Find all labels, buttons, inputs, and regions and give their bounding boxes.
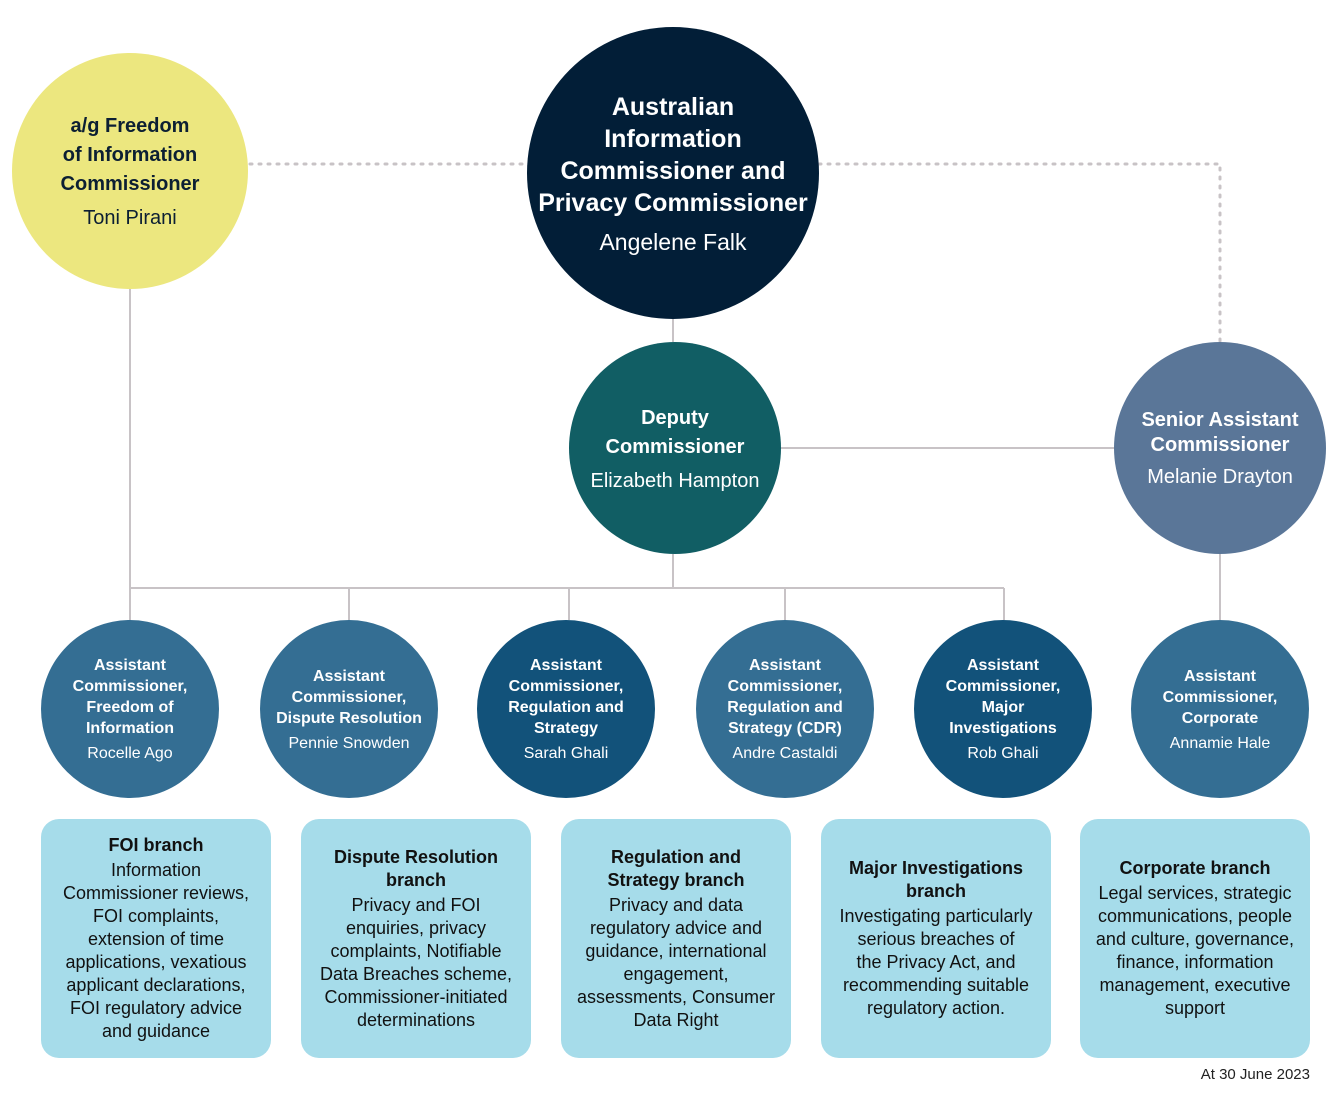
dotted-link-senior	[817, 162, 1222, 344]
foi-commissioner-name: Toni Pirani	[83, 207, 177, 229]
ac-name: Annamie Hale	[1169, 734, 1271, 752]
senior-assistant-name: Melanie Drayton	[1147, 465, 1293, 488]
ac-name: Rocelle Ago	[87, 745, 173, 762]
foi-commissioner-node: a/g Freedom of Information Commissioner …	[12, 53, 248, 289]
branch-box-foi: FOI branch Information Commissioner revi…	[41, 819, 271, 1058]
ac-name: Sarah Ghali	[523, 745, 609, 762]
ac-major-investigations-node: Assistant Commissioner, Major Investigat…	[914, 620, 1092, 798]
branch-description: Privacy and FOI enquiries, privacy compl…	[319, 894, 513, 1030]
branch-box-major-investigations: Major Investigations branch Investigatin…	[821, 819, 1051, 1058]
ac-dispute-resolution-node: Assistant Commissioner, Dispute Resoluti…	[260, 620, 438, 798]
commissioner-title: Australian Information Commissioner and …	[538, 92, 808, 217]
branch-description: Investigating particularly serious breac…	[839, 906, 1033, 1018]
ac-title: Assistant Commissioner, Freedom of Infor…	[72, 657, 188, 737]
ac-corporate-node: Assistant Commissioner, Corporate Annami…	[1131, 620, 1309, 798]
branch-title: Major Investigations branch	[848, 858, 1024, 901]
senior-assistant-commissioner-node: Senior Assistant Commissioner Melanie Dr…	[1114, 342, 1326, 554]
ac-name: Andre Castaldi	[732, 745, 838, 762]
commissioner-node: Australian Information Commissioner and …	[527, 27, 819, 319]
branch-title: Dispute Resolution branch	[333, 846, 498, 890]
ac-regulation-strategy-node: Assistant Commissioner, Regulation and S…	[477, 620, 655, 798]
ac-title: Assistant Commissioner, Corporate	[1162, 667, 1278, 727]
branch-description: Legal services, strategic communications…	[1095, 883, 1295, 1018]
deputy-title: Deputy Commissioner	[605, 406, 745, 458]
senior-assistant-title: Senior Assistant Commissioner	[1141, 408, 1299, 456]
branch-title: FOI branch	[108, 835, 204, 855]
branch-title: Corporate branch	[1119, 858, 1271, 878]
branch-title: Regulation and Strategy branch	[607, 846, 745, 890]
ac-name: Pennie Snowden	[288, 734, 410, 752]
branch-box-corporate: Corporate branch Legal services, strateg…	[1080, 819, 1310, 1058]
ac-regulation-strategy-cdr-node: Assistant Commissioner, Regulation and S…	[696, 620, 874, 798]
ac-title: Assistant Commissioner, Regulation and S…	[727, 657, 843, 737]
ac-title: Assistant Commissioner, Dispute Resoluti…	[276, 667, 422, 727]
ac-title: Assistant Commissioner, Major Investigat…	[945, 657, 1061, 737]
ac-foi-node: Assistant Commissioner, Freedom of Infor…	[41, 620, 219, 798]
ac-name: Rob Ghali	[967, 745, 1039, 762]
branch-description: Privacy and data regulatory advice and g…	[576, 894, 776, 1030]
date-note: At 30 June 2023	[1200, 1066, 1310, 1083]
branch-description: Information Commissioner reviews, FOI co…	[62, 860, 250, 1041]
commissioner-name: Angelene Falk	[599, 228, 747, 255]
branch-box-dispute-resolution: Dispute Resolution branch Privacy and FO…	[301, 819, 531, 1058]
foi-commissioner-title: a/g Freedom of Information Commissioner	[60, 115, 200, 195]
deputy-commissioner-node: Deputy Commissioner Elizabeth Hampton	[569, 342, 781, 554]
branch-box-regulation-strategy: Regulation and Strategy branch Privacy a…	[561, 819, 791, 1058]
deputy-name: Elizabeth Hampton	[590, 469, 760, 492]
ac-title: Assistant Commissioner, Regulation and S…	[508, 657, 624, 737]
